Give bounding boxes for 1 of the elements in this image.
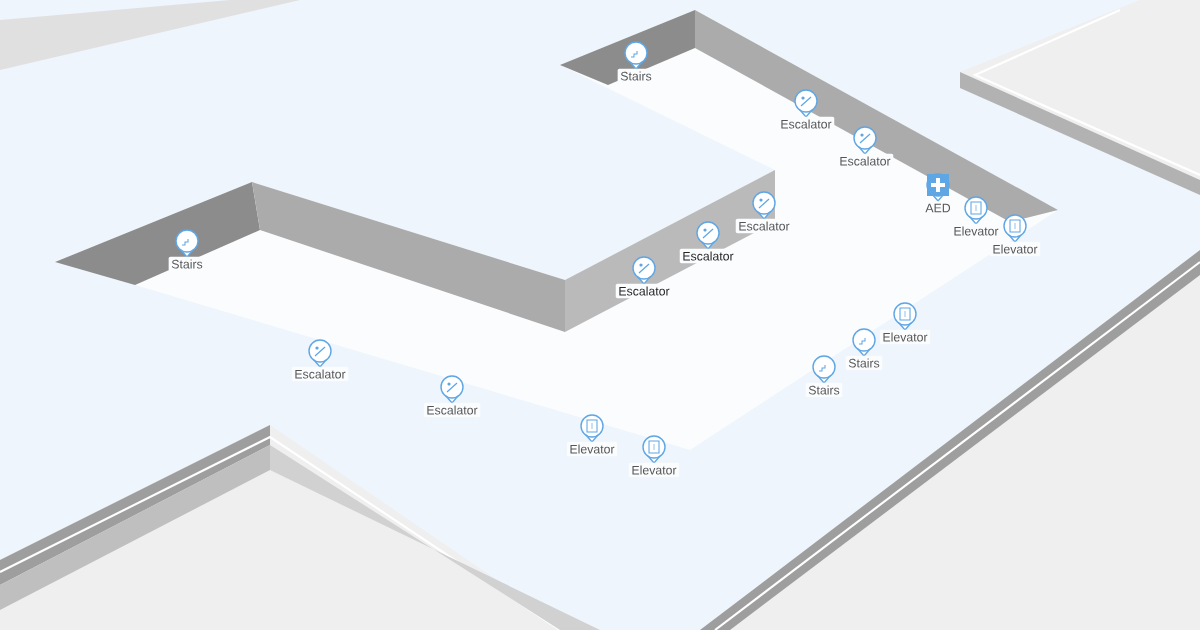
map-label: AED bbox=[922, 201, 954, 215]
